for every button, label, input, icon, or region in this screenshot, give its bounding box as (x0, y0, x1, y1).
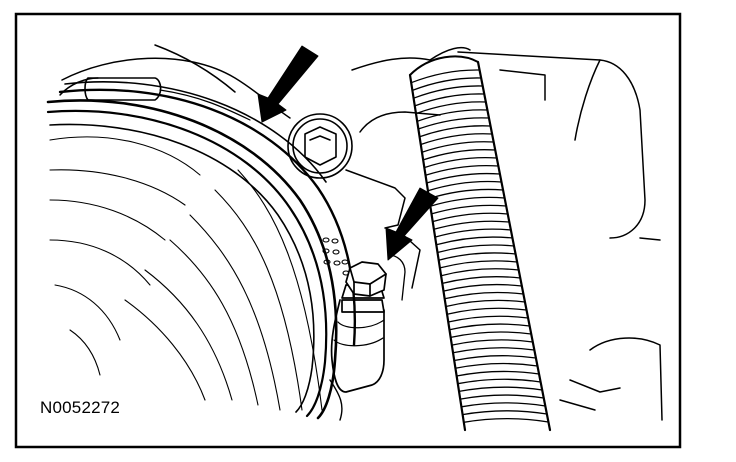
duct-rib (417, 117, 490, 130)
duct-rib (420, 133, 493, 146)
upper-bolt (287, 113, 353, 179)
duct-rib (442, 283, 523, 292)
duct-rib (440, 268, 520, 277)
duct-rib (410, 69, 481, 84)
duct-rib (422, 149, 496, 161)
duct-rib (435, 236, 514, 246)
duct-rib (459, 394, 545, 400)
figure-id-label: N0052272 (40, 398, 121, 417)
duct-rib (415, 101, 487, 115)
duct-rib (451, 339, 534, 346)
duct-rib (433, 220, 510, 230)
duct-rib (457, 378, 542, 385)
duct-rib (412, 85, 484, 99)
figure-frame (14, 12, 682, 449)
duct-rib (452, 347, 535, 354)
duct-rib (453, 355, 537, 362)
duct-rib (455, 370, 540, 377)
duct-rib (424, 165, 499, 176)
duct-rib (438, 252, 517, 261)
duct-rib (414, 93, 485, 107)
air-inlet-housing (46, 77, 357, 421)
duct-rib (429, 196, 506, 207)
duct-rib (454, 362, 539, 369)
arrow-callout-clamp-band (257, 45, 319, 123)
duct-rib (432, 212, 509, 223)
duct-rib (445, 299, 526, 308)
duct-rib (447, 315, 529, 323)
duct-rib (416, 109, 489, 122)
duct-rib (461, 410, 548, 416)
clamp-screw (330, 254, 406, 393)
duct-rib (439, 260, 518, 269)
duct-rib (436, 244, 515, 254)
duct-rib (460, 402, 546, 408)
duct-rib (446, 307, 528, 315)
duct-rib (450, 331, 532, 339)
duct-rib (411, 77, 482, 92)
engine-background-parts (59, 44, 663, 421)
duct-rib (430, 204, 507, 215)
duct-rib (463, 417, 550, 423)
duct-rib (421, 141, 495, 153)
arrow-callout-clamp-screw (385, 187, 439, 261)
duct-rib (441, 276, 521, 285)
duct-rib (426, 172, 501, 184)
duct-rib (458, 386, 543, 393)
duct-rib (434, 228, 512, 238)
duct-rib (444, 291, 525, 300)
corrugated-duct (408, 55, 552, 432)
duct-rib (423, 157, 498, 169)
duct-rib (427, 180, 503, 192)
duct-rib (448, 323, 531, 331)
duct-rib (418, 125, 492, 138)
